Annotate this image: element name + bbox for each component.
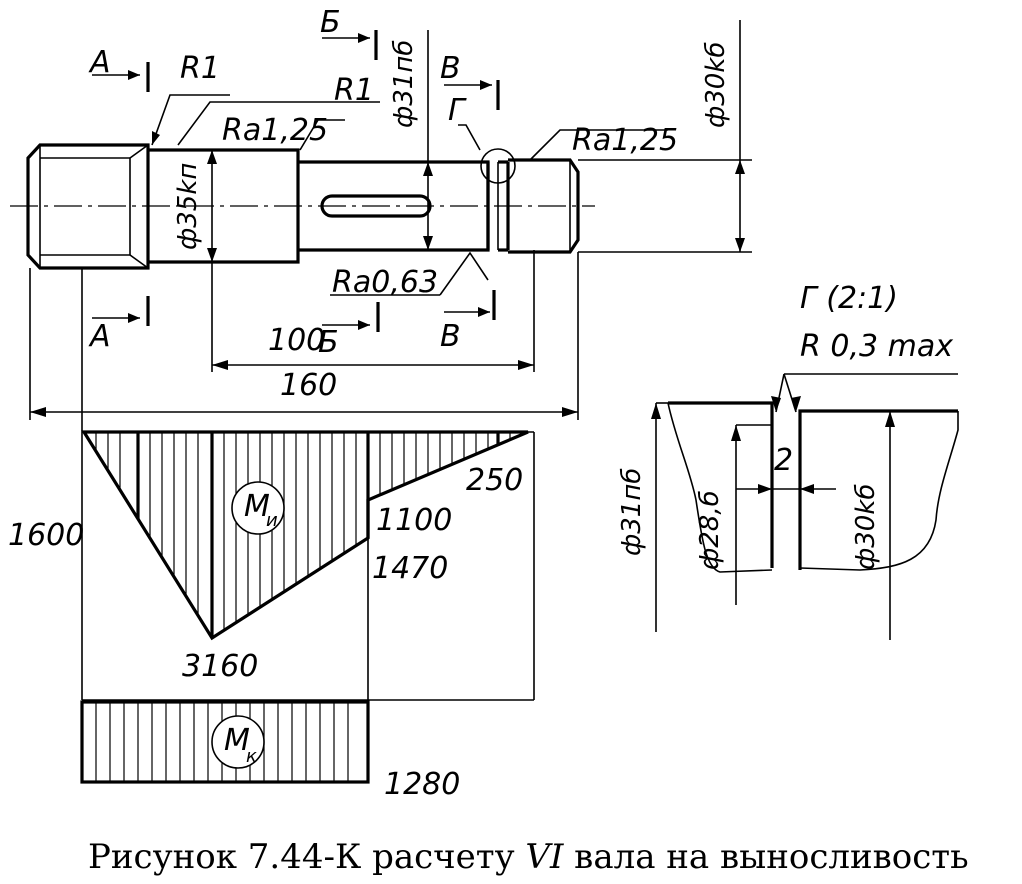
- roughness-bottom: Ra0,63: [332, 265, 438, 300]
- moment-value-1600: 1600: [8, 518, 84, 553]
- detail-g: [651, 373, 959, 640]
- caption-suffix: вала на выносливость: [563, 837, 968, 877]
- bending-moment-diagram: [81, 430, 535, 701]
- detail-radius: R 0,3 max: [800, 329, 953, 364]
- moment-symbol: M: [244, 489, 270, 524]
- moment-value-1470: 1470: [372, 551, 448, 586]
- moment-subscript: и: [266, 510, 278, 531]
- roughness-right: Ra1,25: [572, 123, 678, 158]
- shaft-outline: [10, 143, 595, 270]
- diameter-35: ф35kп: [173, 163, 203, 250]
- section-v-top: В: [440, 51, 461, 86]
- moment-value-250: 250: [466, 463, 523, 498]
- section-b-bottom: Б: [318, 325, 339, 360]
- detail-title: Г (2:1): [800, 281, 898, 316]
- moment-value-3160: 3160: [182, 649, 258, 684]
- leaders: [151, 94, 668, 296]
- dimension-160: 160: [280, 368, 337, 403]
- radius-right: R1: [334, 73, 374, 108]
- roughness-left: Ra1,25: [222, 113, 328, 148]
- detail-g-marker: Г: [448, 93, 467, 128]
- section-v-bottom: В: [440, 319, 461, 354]
- text-labels: А А Б Б В В Г R1 R1 Ra1,25 Ra1,25 Ra0,63…: [8, 5, 953, 802]
- section-a-top: А: [88, 45, 111, 80]
- torque-diagram: [80, 700, 370, 784]
- diameter-30: ф30kб: [701, 42, 731, 128]
- detail-groove-width: 2: [774, 443, 793, 478]
- detail-diameter-31: ф31пб: [617, 468, 647, 556]
- torque-value: 1280: [384, 767, 460, 802]
- caption-prefix: Рисунок 7.44-К расчету: [88, 837, 525, 877]
- section-a-bottom: А: [88, 319, 111, 354]
- torque-subscript: к: [246, 746, 257, 767]
- figure-caption: Рисунок 7.44-К расчету VI вала на выносл…: [88, 837, 969, 877]
- dimension-100: 100: [268, 323, 325, 358]
- section-markers: [92, 30, 500, 332]
- detail-diameter-30: ф30kб: [851, 484, 881, 570]
- radius-left: R1: [180, 51, 220, 86]
- section-b-top: Б: [320, 5, 341, 40]
- caption-roman: VI: [525, 837, 564, 877]
- dimension-lines: [29, 20, 752, 432]
- detail-diameter-28: ф28,б: [695, 490, 725, 570]
- moment-value-1100: 1100: [376, 503, 452, 538]
- diameter-31: ф31пб: [389, 40, 419, 128]
- torque-symbol: M: [224, 723, 250, 758]
